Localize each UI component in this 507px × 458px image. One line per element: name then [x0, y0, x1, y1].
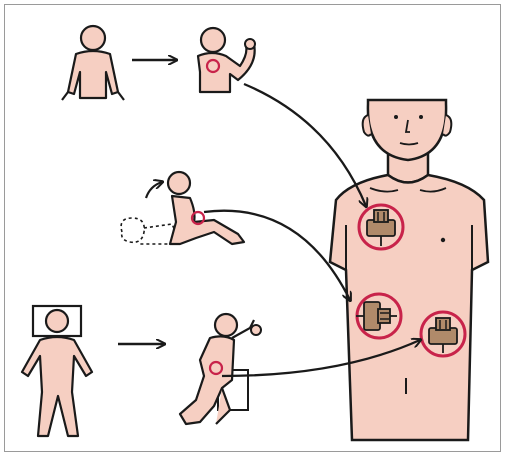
- person-squatting-lifting-icon: [180, 314, 261, 424]
- torso-closeup-icon: [330, 100, 488, 440]
- person-standing-with-box-overhead-icon: [22, 306, 92, 436]
- arrow-icon: [204, 211, 350, 300]
- person-raising-arm-icon: [198, 28, 255, 92]
- person-rising-from-lying-icon: [121, 172, 244, 244]
- person-standing-icon: [62, 26, 124, 100]
- arrow-icon: [244, 84, 366, 206]
